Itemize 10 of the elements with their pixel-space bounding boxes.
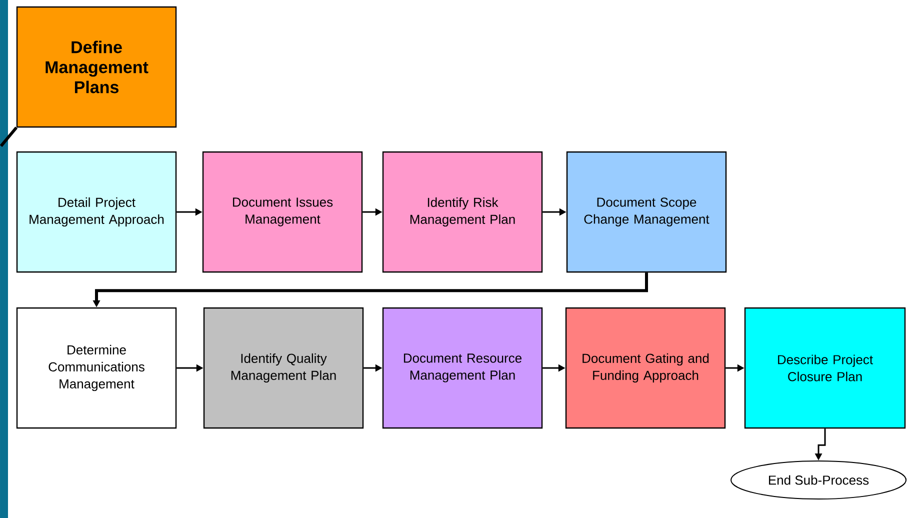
process-box: Identify Risk Management Plan xyxy=(382,151,543,273)
process-box: Describe Project Closure Plan xyxy=(744,307,906,429)
process-box: Identify Quality Management Plan xyxy=(203,307,364,429)
process-box: Document Gating and Funding Approach xyxy=(565,307,726,429)
process-box: Determine Communications Management xyxy=(16,307,177,429)
process-box: Document Scope Change Management xyxy=(566,151,727,273)
process-box: Define Management Plans xyxy=(16,6,177,128)
process-box: Document Issues Management xyxy=(202,151,363,273)
process-box: Document Resource Management Plan xyxy=(382,307,543,429)
process-box: Detail Project Management Approach xyxy=(16,151,177,273)
